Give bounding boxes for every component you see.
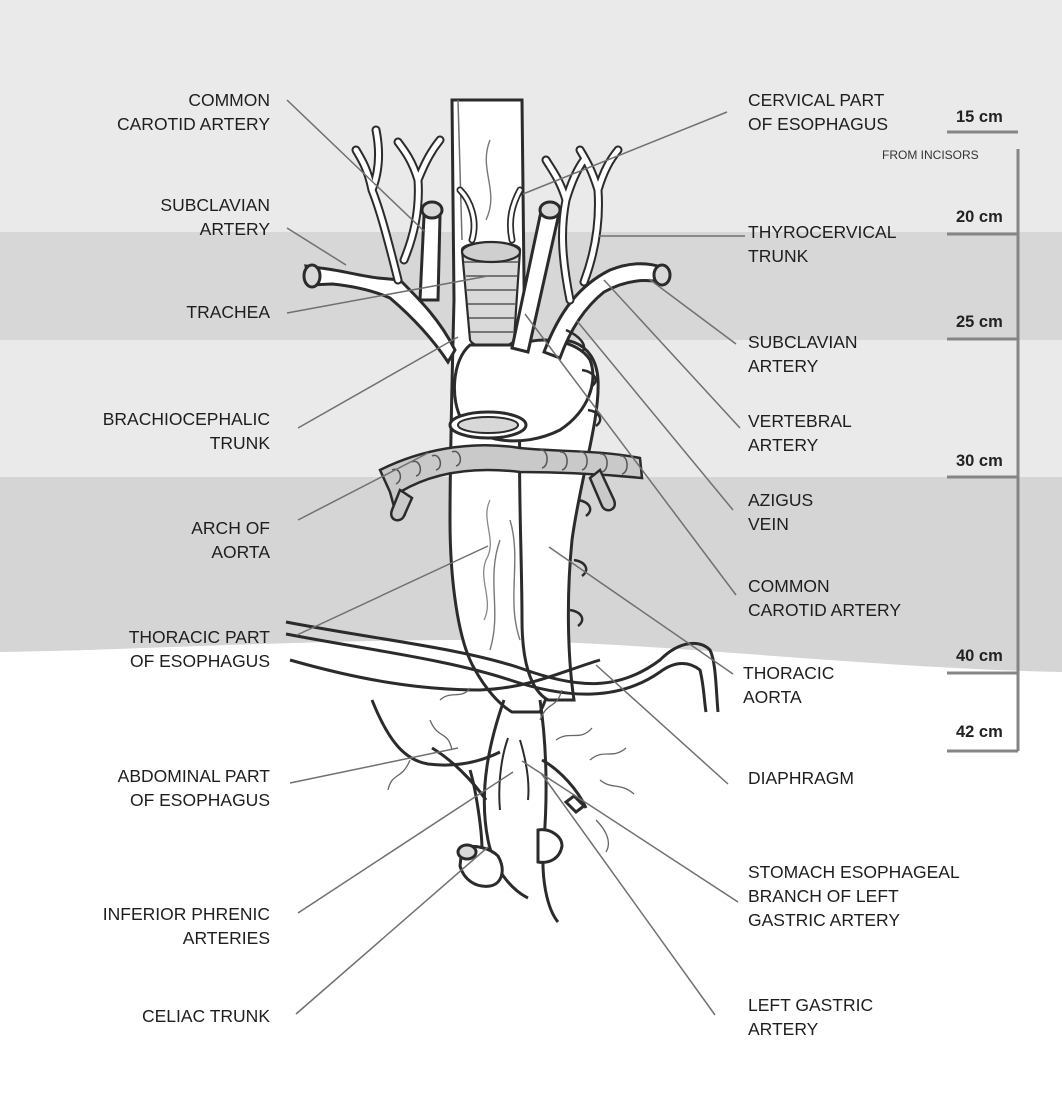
label-subclavian-artery-left: SUBCLAVIAN ARTERY	[160, 193, 270, 241]
trachea-shape	[462, 242, 520, 348]
label-line: OF ESOPHAGUS	[118, 788, 270, 812]
label-line: AORTA	[191, 540, 270, 564]
scale-mark-20cm: 20 cm	[956, 208, 1003, 227]
label-common-carotid-artery-right: COMMON CAROTID ARTERY	[748, 574, 901, 622]
label-vertebral-artery: VERTEBRAL ARTERY	[748, 409, 852, 457]
label-line: CERVICAL PART	[748, 88, 888, 112]
label-diaphragm: DIAPHRAGM	[748, 766, 854, 790]
label-line: AZIGUS	[748, 488, 813, 512]
label-line: ARTERY	[748, 433, 852, 457]
scale-mark-42cm: 42 cm	[956, 723, 1003, 742]
scale-mark-30cm: 30 cm	[956, 452, 1003, 471]
label-azigus-vein: AZIGUS VEIN	[748, 488, 813, 536]
scale-mark-25cm: 25 cm	[956, 313, 1003, 332]
label-line: LEFT GASTRIC	[748, 993, 873, 1017]
label-line: AORTA	[743, 685, 834, 709]
label-line: SUBCLAVIAN	[748, 330, 858, 354]
label-line: CELIAC TRUNK	[142, 1004, 270, 1028]
label-line: THORACIC PART	[129, 625, 270, 649]
label-line: ARTERY	[160, 217, 270, 241]
label-line: COMMON	[748, 574, 901, 598]
label-line: OF ESOPHAGUS	[748, 112, 888, 136]
label-thyrocervical-trunk: THYROCERVICAL TRUNK	[748, 220, 896, 268]
label-line: BRANCH OF LEFT	[748, 884, 960, 908]
label-cervical-part-of-esophagus: CERVICAL PART OF ESOPHAGUS	[748, 88, 888, 136]
label-line: VEIN	[748, 512, 813, 536]
label-common-carotid-artery-left: COMMON CAROTID ARTERY	[117, 88, 270, 136]
label-line: ARTERY	[748, 1017, 873, 1041]
label-line: GASTRIC ARTERY	[748, 908, 960, 932]
label-abdominal-part-of-esophagus: ABDOMINAL PART OF ESOPHAGUS	[118, 764, 270, 812]
label-line: SUBCLAVIAN	[160, 193, 270, 217]
label-line: STOMACH ESOPHAGEAL	[748, 860, 960, 884]
label-inferior-phrenic-arteries: INFERIOR PHRENIC ARTERIES	[103, 902, 270, 950]
label-line: THYROCERVICAL	[748, 220, 896, 244]
label-line: TRUNK	[748, 244, 896, 268]
label-line: CAROTID ARTERY	[117, 112, 270, 136]
label-line: BRACHIOCEPHALIC	[103, 407, 270, 431]
label-line: COMMON	[117, 88, 270, 112]
label-celiac-trunk: CELIAC TRUNK	[142, 1004, 270, 1028]
label-stomach-esophageal-branch: STOMACH ESOPHAGEAL BRANCH OF LEFT GASTRI…	[748, 860, 960, 932]
scale-note: FROM INCISORS	[882, 148, 979, 162]
label-line: INFERIOR PHRENIC	[103, 902, 270, 926]
label-subclavian-artery-right: SUBCLAVIAN ARTERY	[748, 330, 858, 378]
label-line: ARTERY	[748, 354, 858, 378]
scale-mark-15cm: 15 cm	[956, 108, 1003, 127]
label-line: VERTEBRAL	[748, 409, 852, 433]
label-left-gastric-artery: LEFT GASTRIC ARTERY	[748, 993, 873, 1041]
label-thoracic-aorta: THORACIC AORTA	[743, 661, 834, 709]
label-line: ARCH OF	[191, 516, 270, 540]
label-line: TRACHEA	[186, 300, 270, 324]
abdominal-esophagus-shape	[484, 700, 558, 922]
label-trachea: TRACHEA	[186, 300, 270, 324]
label-line: TRUNK	[103, 431, 270, 455]
label-arch-of-aorta: ARCH OF AORTA	[191, 516, 270, 564]
label-line: CAROTID ARTERY	[748, 598, 901, 622]
label-line: ARTERIES	[103, 926, 270, 950]
label-line: DIAPHRAGM	[748, 766, 854, 790]
label-thoracic-part-of-esophagus: THORACIC PART OF ESOPHAGUS	[129, 625, 270, 673]
label-line: OF ESOPHAGUS	[129, 649, 270, 673]
label-line: THORACIC	[743, 661, 834, 685]
abdominal-structures	[372, 700, 586, 922]
scale-mark-40cm: 40 cm	[956, 647, 1003, 666]
label-brachiocephalic-trunk: BRACHIOCEPHALIC TRUNK	[103, 407, 270, 455]
label-line: ABDOMINAL PART	[118, 764, 270, 788]
